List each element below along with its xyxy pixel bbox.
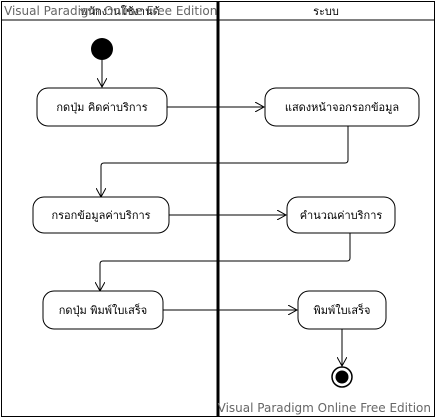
watermark-bottom: Visual Paradigm Online Free Edition — [218, 401, 431, 415]
action-print-receipt-label: พิมพ์ใบเสร็จ — [314, 303, 371, 317]
flow-2 — [101, 126, 349, 197]
final-node-core — [335, 370, 349, 384]
action-show-input-screen — [264, 87, 420, 127]
action-click-print-label: กดปุ่ม พิมพ์ใบเสร็จ — [59, 303, 147, 317]
watermark-top: Visual Paradigm Online Free Edition — [4, 4, 217, 18]
action-calculate-fee — [286, 196, 396, 234]
watermark-bottom-bg — [236, 400, 432, 415]
initial-node — [91, 38, 113, 60]
lane-title-system: ระบบ — [313, 5, 339, 18]
flow-4 — [100, 233, 351, 291]
lane-title-employee: พนักงานใช้งานด้ — [80, 5, 160, 18]
action-show-input-screen-label: แสดงหน้าจอกรอกข้อมูล — [285, 101, 399, 114]
action-calculate-fee-label: คำนวณค่าบริการ — [300, 209, 383, 222]
action-click-calculate-label: กดปุ่ม คิดค่าบริการ — [56, 101, 147, 114]
action-enter-service-info-label: กรอกข้อมูลค่าบริการ — [51, 209, 150, 222]
